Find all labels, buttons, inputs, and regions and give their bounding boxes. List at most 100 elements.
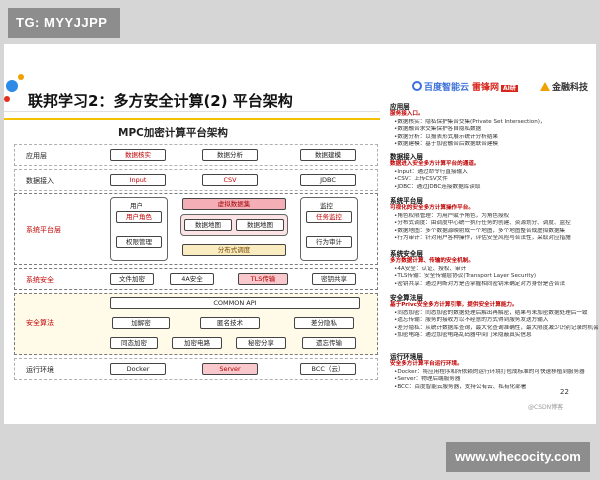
box-oblivious-transfer: 遗忘传输 <box>302 337 356 349</box>
notes-algorithm: 安全算法层 基于Privc安全多方计算引擎，提供安全计算能力。 同态加密：同态加… <box>390 294 598 339</box>
notes-item: 行为审计：针对用户各种操作，评估安全风险与合法性，采取对应措施 <box>390 235 598 242</box>
blue-dot-icon <box>6 80 18 92</box>
notes-title: 安全算法层 <box>390 294 423 302</box>
notes-item: 数据地图：多个数据源映射成一个地图，多个地图整合成虚拟数据集 <box>390 228 598 235</box>
notes-item: BCC：百度智能云服务器，支持公有云、私有化部署 <box>390 384 598 391</box>
notes-title: 系统平台层 <box>390 197 423 205</box>
box-key-sharing: 密钥共享 <box>312 273 356 285</box>
notes-platform: 系统平台层 可视化的安全多方计算操作平台。 角色权限管理：为用户赋予角色，为角色… <box>390 197 598 242</box>
box-permission-mgmt: 权限管理 <box>116 236 162 248</box>
box-virtual-dataset: 虚拟数据集 <box>182 198 286 210</box>
layer-label-ingest: 数据接入 <box>26 177 54 185</box>
box-data-modeling: 数据建模 <box>300 149 356 161</box>
notes-item: 数据分析：以报表形式展示统计分析结果 <box>390 134 598 141</box>
box-task-monitor: 任务监控 <box>306 211 352 223</box>
box-server: Server <box>202 363 258 375</box>
box-user-role: 用户角色 <box>116 211 162 223</box>
red-dot-icon <box>4 96 10 102</box>
diagram-title: MPC加密计算平台架构 <box>118 127 228 139</box>
page-number: 22 <box>560 388 569 396</box>
notes-item: 分布式调度：由调度中心统一执行任务的创建、资源划分、调度、监控 <box>390 220 598 227</box>
notes-subtitle: 基于Privc安全多方计算引擎，提供安全计算能力。 <box>390 302 518 309</box>
notes-item: 角色权限管理：为用户赋予角色，为角色授权 <box>390 213 598 220</box>
box-input: Input <box>110 174 166 186</box>
notes-subtitle: 安全多方计算平台运行环境。 <box>390 361 463 368</box>
box-4a-security: 4A安全 <box>170 273 214 285</box>
box-bcc-cloud: BCC（云） <box>300 363 356 375</box>
layer-security <box>14 268 378 290</box>
notes-item: 遗忘传输：服务的接收方以不经意的方式得到服务发送方输入 <box>390 317 598 324</box>
notes-item: 数据核实：隐私保护集合交集(Private Set Intersection)， <box>390 119 598 126</box>
box-encrypt-decrypt: 加解密 <box>112 317 170 329</box>
notes-ingest: 数据接入层 数据进入安全多方计算平台的通道。 Input：通过命令行直接输入 C… <box>390 153 598 191</box>
box-data-map-2: 数据地图 <box>236 219 284 231</box>
fintech-icon <box>540 82 550 91</box>
box-anonymization: 匿名技术 <box>200 317 260 329</box>
notes-title: 系统安全层 <box>390 250 423 258</box>
box-distributed-scheduling: 分布式调度 <box>182 244 286 256</box>
csdn-watermark: @CSDN博客 <box>528 404 564 411</box>
notes-item: JDBC：通过JDBC连接数据库读取 <box>390 184 598 191</box>
panel-label-monitor: 监控 <box>320 202 333 210</box>
notes-item: 密钥共享：通过判断对方是否掌握相同密钥来确定对方身份是否合法 <box>390 281 598 288</box>
notes-item: TLS传输：安全传输层协议(Transport Layer Security) <box>390 273 598 280</box>
box-common-api: COMMON API <box>110 297 360 309</box>
notes-item: Server：物理后端服务器 <box>390 376 598 383</box>
layer-ingest <box>14 169 378 191</box>
layer-label-platform: 系统平台层 <box>26 226 61 234</box>
layer-app <box>14 144 378 166</box>
notes-item: 数据融合求交集保护各自隐私数据 <box>390 126 598 133</box>
notes-subtitle: 多方数据计算、传输的安全机制。 <box>390 258 474 265</box>
panel-label-users: 用户 <box>130 202 143 210</box>
notes-app: 应用层 服务接入口。 数据核实：隐私保护集合交集(Private Set Int… <box>390 103 598 148</box>
box-data-analysis: 数据分析 <box>202 149 258 161</box>
notes-item: 同态加密：同态加密的数据处理后解出再解密，结果与未加密数据处理后一致 <box>390 310 598 317</box>
watermark-top: TG: MYYJJPP <box>8 8 120 38</box>
baidu-cloud-logo: 百度智能云 <box>412 80 469 93</box>
panel-users <box>110 197 168 261</box>
notes-subtitle: 服务接入口。 <box>390 111 424 118</box>
box-file-encryption: 文件加密 <box>110 273 154 285</box>
notes-item: Input：通过命令行直接输入 <box>390 169 598 176</box>
notes-subtitle: 可视化的安全多方计算操作平台。 <box>390 205 474 212</box>
title-divider <box>4 111 380 112</box>
notes-title: 数据接入层 <box>390 153 423 161</box>
notes-security: 系统安全层 多方数据计算、传输的安全机制。 4A安全：认证、授权、审计 TLS传… <box>390 250 598 288</box>
layer-label-algorithm: 安全算法 <box>26 319 54 327</box>
layer-label-app: 应用层 <box>26 152 47 160</box>
fintech-logo: 金融科技 <box>540 80 588 93</box>
box-differential-privacy: 差分隐私 <box>294 317 354 329</box>
layer-label-runtime: 运行环境 <box>26 366 54 374</box>
box-homomorphic-encryption: 同态加密 <box>110 337 158 349</box>
notes-item: 加密电路：通过加密电路乱码器中间门来隐蔽真实信息 <box>390 332 598 339</box>
layer-label-security: 系统安全 <box>26 276 54 284</box>
layer-runtime <box>14 358 378 380</box>
panel-monitor <box>300 197 358 261</box>
box-docker: Docker <box>110 363 166 375</box>
notes-item: 差分隐私：从统计数据库查询，最大化查询准确性，最大限度减少识别记录的机会 <box>390 325 598 332</box>
notes-subtitle: 数据进入安全多方计算平台的通道。 <box>390 161 480 168</box>
box-csv: CSV <box>202 174 258 186</box>
notes-item: 4A安全：认证、授权、审计 <box>390 266 598 273</box>
box-jdbc: JDBC <box>300 174 356 186</box>
box-behavior-audit: 行为审计 <box>306 236 352 248</box>
layer-platform <box>14 193 378 265</box>
slide-title: 联邦学习2：多方安全计算(2) 平台架构 <box>28 92 293 110</box>
baidu-cloud-icon <box>412 81 422 91</box>
box-data-map-1: 数据地图 <box>184 219 232 231</box>
yellow-dot-icon <box>18 74 24 80</box>
box-data-verify: 数据核实 <box>110 149 166 161</box>
box-secret-sharing: 秘密分享 <box>236 337 286 349</box>
notes-runtime: 运行环境层 安全多方计算平台运行环境。 Docker：将应用程序和所依赖的运行环… <box>390 353 598 391</box>
notes-title: 应用层 <box>390 103 410 111</box>
box-garbled-circuit: 加密电路 <box>172 337 222 349</box>
watermark-bottom: www.whecocity.com <box>446 442 590 472</box>
notes-item: 数据建模：基于加密融合后数据联合建模 <box>390 141 598 148</box>
title-accent-bar <box>4 118 380 120</box>
notes-item: Docker：将应用程序和所依赖的运行环境打包成标准的可快速移植到服务器 <box>390 369 598 376</box>
notes-item: CSV：上传CSV文件 <box>390 176 598 183</box>
notes-title: 运行环境层 <box>390 353 423 361</box>
